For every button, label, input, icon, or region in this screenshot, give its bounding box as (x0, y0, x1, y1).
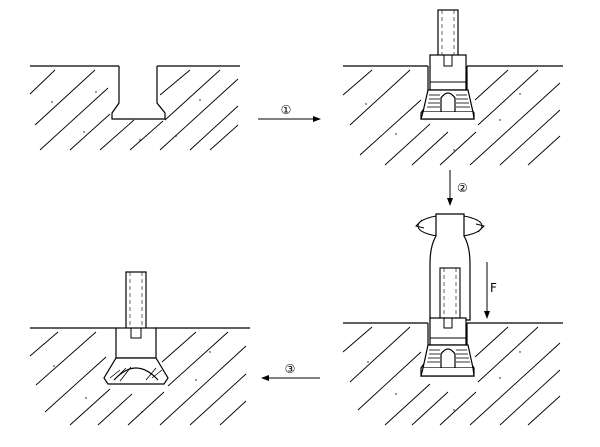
panel-3-setting: F (342, 213, 563, 426)
step-3-arrow: ③ (261, 362, 320, 381)
step-3-label: ③ (285, 362, 296, 376)
step-1-label: ① (281, 103, 292, 117)
panel-1-drilled-hole (29, 65, 240, 151)
step-1-arrow: ① (258, 103, 321, 122)
panel-2-anchor-inserted (342, 9, 563, 166)
step-2-label: ② (457, 181, 468, 195)
force-label: F (490, 281, 497, 295)
step-2-arrow: ② (447, 170, 468, 206)
panel-4-anchor-expanded (29, 271, 250, 426)
